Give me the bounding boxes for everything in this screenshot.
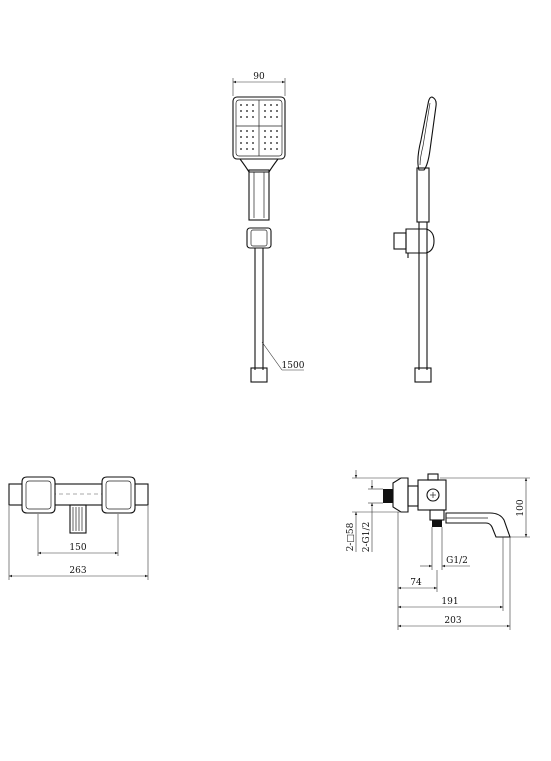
nozzle-dot [246,148,248,150]
nozzle-dot [270,142,272,144]
height-label: 100 [516,499,526,516]
nozzle-dot [270,130,272,132]
nozzle-dot [264,104,266,106]
nozzle-dot [246,130,248,132]
d191-label: 191 [441,597,458,607]
nozzle-dot [240,142,242,144]
nozzle-dot [276,148,278,150]
hand-shower-side-view [393,96,437,383]
nozzle-dot [252,148,254,150]
nozzle-dot [252,116,254,118]
outlet-thread-label: G1/2 [446,556,468,566]
nozzle-dot [240,116,242,118]
nozzle-dot [276,110,278,112]
nozzle-dot [252,104,254,106]
nozzle-dot [264,130,266,132]
nozzle-dot [264,142,266,144]
nozzle-dot [276,130,278,132]
nozzle-dot [264,148,266,150]
nozzle-dot [276,136,278,138]
nozzle-dot [264,110,266,112]
head-width-label: 90 [253,72,265,82]
hand-shower-front-view: 90 1500 [232,72,305,383]
nozzle-dot [264,136,266,138]
spacing-label: 150 [69,543,86,553]
mixer-side-view: 100 2-□58 2-G1/2 G1/2 74 191 203 [346,470,530,630]
nozzle-dot [240,110,242,112]
nozzle-dot [270,136,272,138]
hose-length-label: 1500 [282,361,305,371]
nozzle-dot [246,110,248,112]
nozzle-dot [270,104,272,106]
inlet-fitting [383,489,393,503]
mixer-front-view: 150 263 [8,476,149,580]
nozzle-dot [264,116,266,118]
d203-label: 203 [444,616,461,626]
inlet-thread-label: 2-G1/2 [362,522,372,552]
nozzle-dot [276,116,278,118]
nozzle-dot [246,116,248,118]
nozzle-dot [276,142,278,144]
nozzle-dot [270,148,272,150]
nozzle-dot [252,130,254,132]
spray-nozzles [240,104,278,150]
nozzle-dot [252,110,254,112]
nozzle-dot [240,130,242,132]
nozzle-dot [246,136,248,138]
nozzle-dot [270,110,272,112]
nozzle-dot [246,142,248,144]
nozzle-dot [240,148,242,150]
nozzle-dot [240,104,242,106]
d74-label: 74 [410,578,422,588]
nozzle-dot [246,104,248,106]
mixer-width-label: 263 [69,566,86,576]
nozzle-dot [276,104,278,106]
nozzle-dot [240,136,242,138]
outlet-fitting [432,520,442,527]
inlet-square-label: 2-□58 [346,522,356,551]
nozzle-dot [270,116,272,118]
nozzle-dot [252,136,254,138]
nozzle-dot [252,142,254,144]
